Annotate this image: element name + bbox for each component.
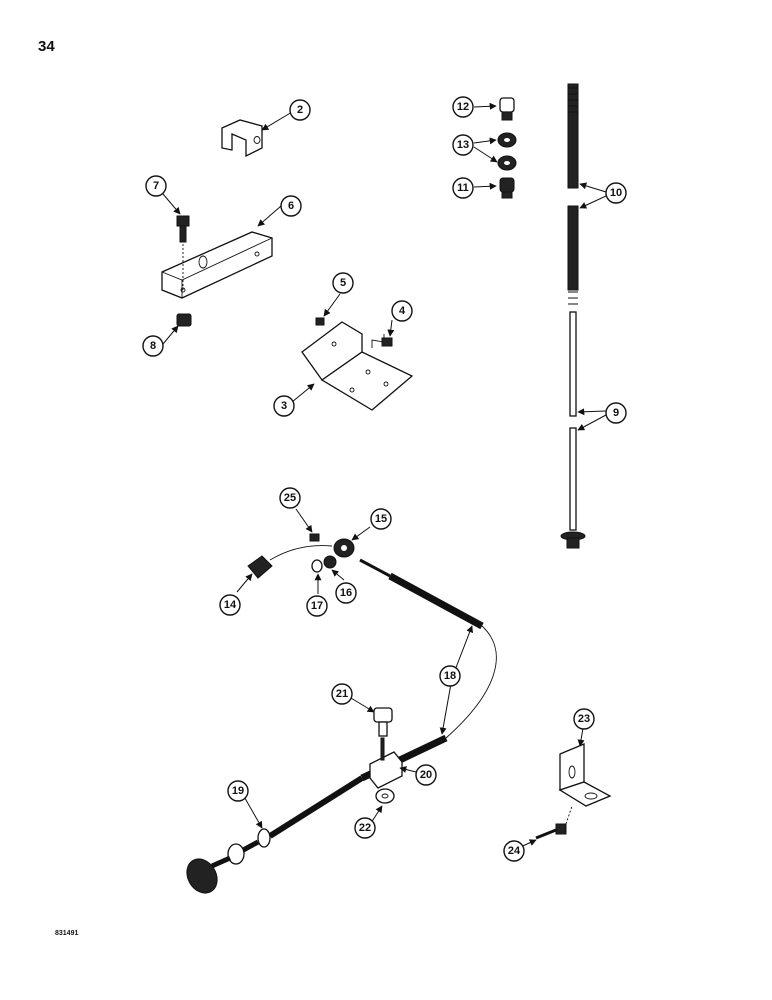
page-number: 34 bbox=[38, 38, 55, 55]
part-nut-5 bbox=[315, 317, 325, 326]
part-stack-hardware bbox=[497, 97, 517, 199]
part-u-clip bbox=[221, 119, 263, 158]
callout-16: 16 bbox=[335, 582, 357, 604]
part-screw-4 bbox=[371, 334, 393, 348]
callout-19: 19 bbox=[227, 780, 249, 802]
svg-text:25: 25 bbox=[284, 492, 296, 504]
svg-text:22: 22 bbox=[359, 822, 371, 834]
callout-4: 4 bbox=[391, 300, 413, 322]
part-nut-22 bbox=[375, 788, 395, 804]
svg-text:24: 24 bbox=[508, 845, 521, 857]
callout-9: 9 bbox=[605, 402, 627, 424]
callout-23: 23 bbox=[573, 708, 595, 730]
svg-text:19: 19 bbox=[232, 785, 244, 797]
callout-8: 8 bbox=[142, 335, 164, 357]
callout-13: 13 bbox=[452, 134, 474, 156]
svg-text:23: 23 bbox=[578, 713, 590, 725]
svg-text:4: 4 bbox=[399, 305, 406, 317]
part-set-screw-25 bbox=[309, 533, 320, 542]
callout-15: 15 bbox=[370, 508, 392, 530]
part-rod-9 bbox=[560, 311, 586, 549]
svg-text:16: 16 bbox=[340, 587, 352, 599]
callout-12: 12 bbox=[452, 96, 474, 118]
callout-25: 25 bbox=[279, 487, 301, 509]
svg-text:6: 6 bbox=[288, 200, 294, 212]
svg-text:10: 10 bbox=[610, 187, 622, 199]
part-cable-18 bbox=[359, 558, 497, 782]
part-clamp-20 bbox=[369, 737, 403, 789]
part-swivel-15 bbox=[333, 538, 355, 558]
part-angle-bracket bbox=[161, 231, 273, 299]
callout-18: 18 bbox=[439, 665, 461, 687]
part-cable-end-14 bbox=[247, 545, 333, 579]
figure-code: 831491 bbox=[55, 930, 79, 937]
svg-text:9: 9 bbox=[613, 407, 619, 419]
callout-10: 10 bbox=[605, 182, 627, 204]
part-plate-bracket bbox=[301, 321, 414, 411]
svg-text:20: 20 bbox=[420, 769, 432, 781]
svg-text:18: 18 bbox=[444, 670, 456, 682]
callout-17: 17 bbox=[306, 595, 328, 617]
callout-24: 24 bbox=[503, 840, 525, 862]
svg-text:2: 2 bbox=[297, 104, 303, 116]
callout-14: 14 bbox=[219, 594, 241, 616]
part-control-knob-19 bbox=[186, 775, 364, 894]
callout-22: 22 bbox=[354, 817, 376, 839]
part-bolt-21 bbox=[373, 707, 393, 737]
part-bolt-7 bbox=[176, 215, 190, 290]
svg-text:7: 7 bbox=[153, 180, 159, 192]
callout-21: 21 bbox=[331, 683, 353, 705]
svg-text:21: 21 bbox=[336, 688, 348, 700]
callout-2: 2 bbox=[289, 99, 311, 121]
svg-text:5: 5 bbox=[340, 277, 346, 289]
part-nut-16 bbox=[323, 555, 337, 569]
callout-7: 7 bbox=[145, 175, 167, 197]
svg-text:13: 13 bbox=[457, 139, 469, 151]
callout-6: 6 bbox=[280, 195, 302, 217]
callout-20: 20 bbox=[415, 764, 437, 786]
part-screw-24 bbox=[535, 805, 573, 840]
svg-text:11: 11 bbox=[457, 182, 469, 194]
part-rod-10 bbox=[567, 83, 579, 305]
svg-text:8: 8 bbox=[150, 340, 156, 352]
callout-3: 3 bbox=[273, 395, 295, 417]
part-l-bracket-23 bbox=[558, 743, 612, 807]
svg-text:17: 17 bbox=[311, 600, 323, 612]
leader-lines bbox=[162, 102, 607, 850]
svg-text:12: 12 bbox=[457, 101, 469, 113]
svg-text:15: 15 bbox=[375, 513, 387, 525]
svg-text:3: 3 bbox=[281, 400, 287, 412]
callout-5: 5 bbox=[332, 272, 354, 294]
svg-text:14: 14 bbox=[224, 599, 237, 611]
part-washer-17 bbox=[311, 559, 323, 573]
part-nut-8 bbox=[176, 313, 192, 327]
callout-11: 11 bbox=[452, 177, 474, 199]
